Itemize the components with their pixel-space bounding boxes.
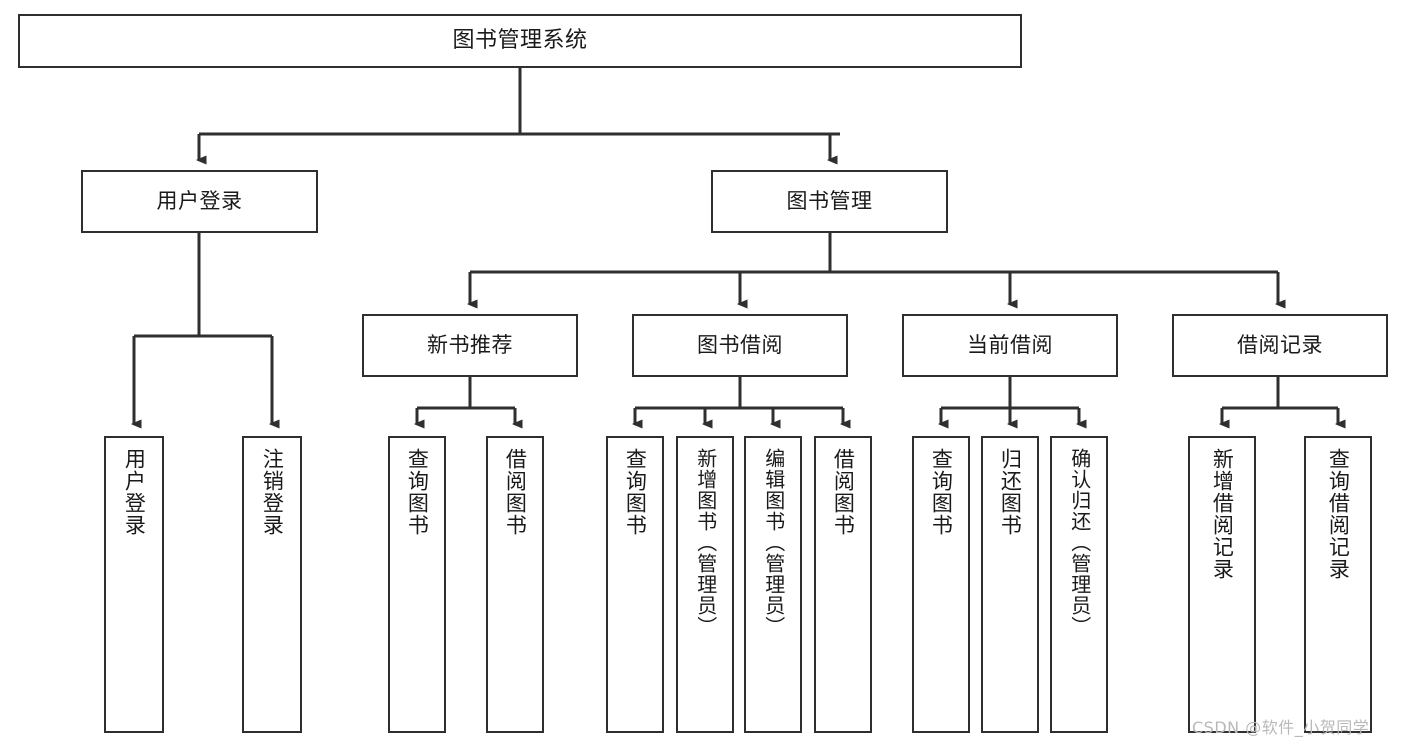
leaf-current-return-book[interactable]: 归还图书 xyxy=(981,436,1039,733)
node-label: 查询图书 xyxy=(405,448,430,536)
node-label: 查询借阅记录 xyxy=(1326,448,1351,580)
node-label: 新书推荐 xyxy=(427,333,513,358)
node-label: 注销登录 xyxy=(260,448,285,536)
node-book-management[interactable]: 图书管理 xyxy=(711,170,948,233)
node-label: 图书管理 xyxy=(786,189,873,214)
node-borrow-record[interactable]: 借阅记录 xyxy=(1172,314,1388,377)
node-label: 查询图书 xyxy=(623,448,648,536)
node-new-book-recommend[interactable]: 新书推荐 xyxy=(362,314,578,377)
node-label: 借阅图书 xyxy=(831,448,856,536)
leaf-borrow-borrow-book[interactable]: 借阅图书 xyxy=(814,436,872,733)
leaf-record-query-borrow-record[interactable]: 查询借阅记录 xyxy=(1304,436,1372,733)
node-label: 图书管理系统 xyxy=(452,28,588,54)
node-label: 编辑图书（管理员） xyxy=(761,448,786,637)
node-label: 新增借阅记录 xyxy=(1210,448,1235,580)
leaf-borrow-add-book-admin[interactable]: 新增图书（管理员） xyxy=(676,436,734,733)
leaf-recommend-borrow-book[interactable]: 借阅图书 xyxy=(486,436,544,733)
node-label: 用户登录 xyxy=(156,189,243,214)
leaf-borrow-edit-book-admin[interactable]: 编辑图书（管理员） xyxy=(744,436,802,733)
node-label: 借阅图书 xyxy=(503,448,528,536)
node-current-borrow[interactable]: 当前借阅 xyxy=(902,314,1118,377)
node-label: 归还图书 xyxy=(998,448,1023,536)
leaf-record-add-borrow-record[interactable]: 新增借阅记录 xyxy=(1188,436,1256,733)
node-label: 新增图书（管理员） xyxy=(693,448,718,637)
node-user-login[interactable]: 用户登录 xyxy=(81,170,318,233)
node-book-borrow[interactable]: 图书借阅 xyxy=(632,314,848,377)
watermark: CSDN @软件_小贺同学 xyxy=(1192,718,1370,737)
node-label: 查询图书 xyxy=(929,448,954,536)
leaf-user-logout[interactable]: 注销登录 xyxy=(242,436,302,733)
leaf-current-query-book[interactable]: 查询图书 xyxy=(912,436,970,733)
node-label: 当前借阅 xyxy=(967,333,1053,358)
node-root-system[interactable]: 图书管理系统 xyxy=(18,14,1022,68)
leaf-recommend-query-book[interactable]: 查询图书 xyxy=(388,436,446,733)
leaf-borrow-query-book[interactable]: 查询图书 xyxy=(606,436,664,733)
node-label: 借阅记录 xyxy=(1237,333,1323,358)
node-label: 确认归还（管理员） xyxy=(1067,448,1092,637)
node-label: 用户登录 xyxy=(122,448,147,536)
node-label: 图书借阅 xyxy=(697,333,783,358)
leaf-current-confirm-return-admin[interactable]: 确认归还（管理员） xyxy=(1050,436,1108,733)
leaf-user-login[interactable]: 用户登录 xyxy=(104,436,164,733)
